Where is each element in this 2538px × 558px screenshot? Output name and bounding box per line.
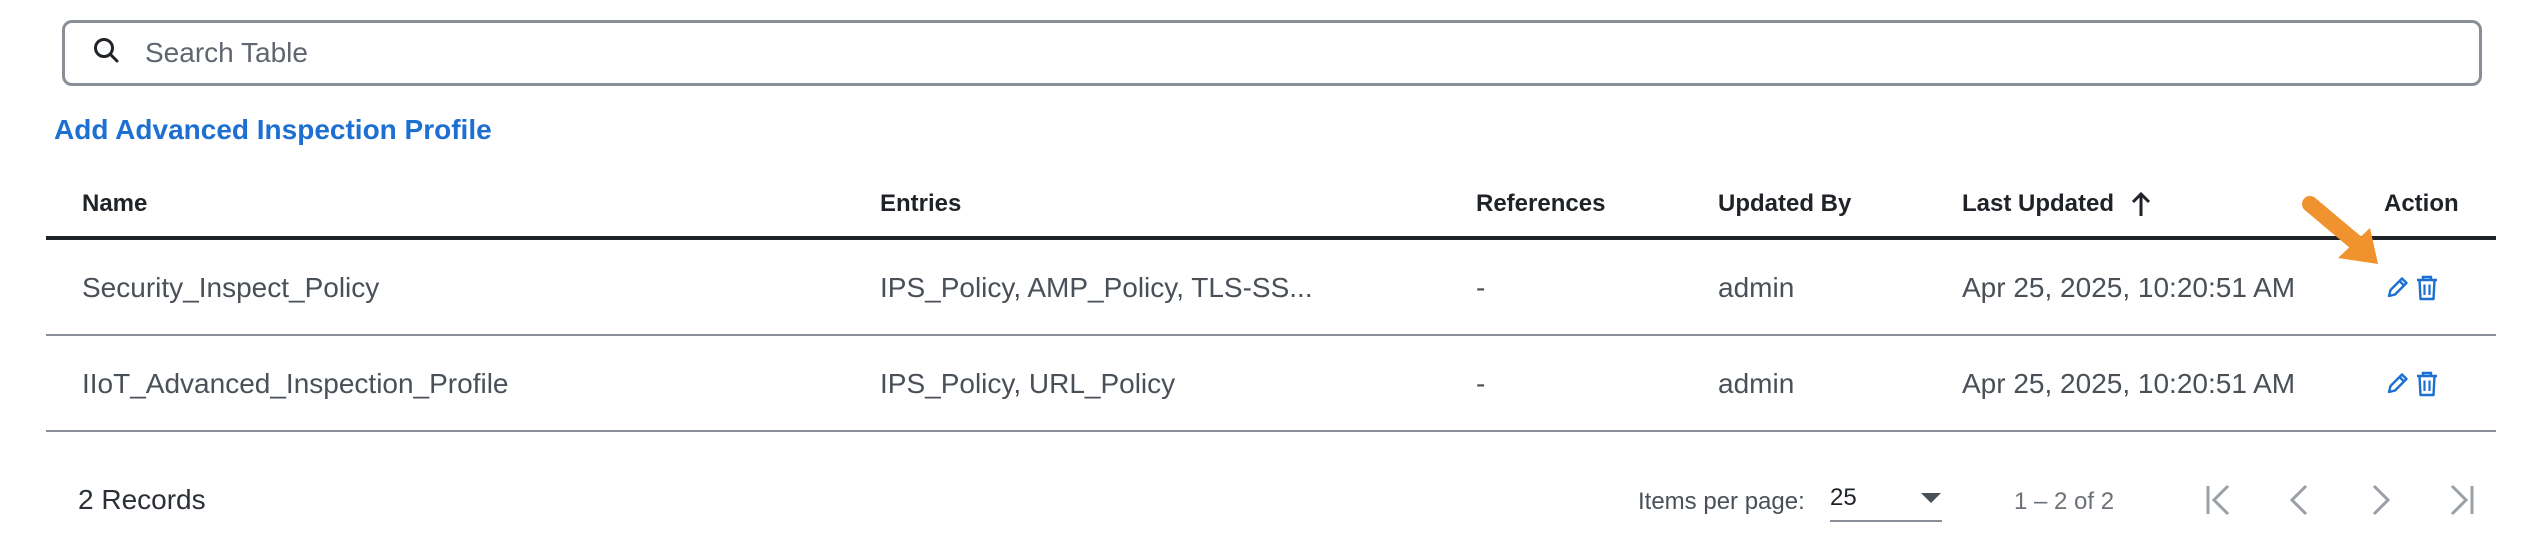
column-header-last-updated[interactable]: Last Updated (1962, 170, 2152, 240)
profiles-table: Name Entries References Updated By Last … (46, 170, 2496, 432)
search-icon (91, 35, 123, 72)
cell-action (2384, 336, 2444, 432)
chevron-left-icon[interactable] (2280, 480, 2320, 520)
cell-entries: IPS_Policy, AMP_Policy, TLS-SS... (880, 272, 1313, 303)
cell-updated-by: admin (1718, 368, 1795, 399)
column-header-entries[interactable]: Entries (880, 190, 962, 217)
cell-name: Security_Inspect_Policy (82, 272, 380, 303)
cell-name: IIoT_Advanced_Inspection_Profile (82, 368, 509, 399)
table-row[interactable]: IIoT_Advanced_Inspection_Profile IPS_Pol… (46, 336, 2496, 432)
trash-icon[interactable] (2414, 274, 2440, 302)
first-page-icon[interactable] (2200, 480, 2240, 520)
last-page-icon[interactable] (2440, 480, 2480, 520)
annotation-arrow-icon (2302, 196, 2378, 264)
cell-last-updated: Apr 25, 2025, 10:20:51 AM (1962, 272, 2296, 303)
records-count: 2 Records (78, 484, 206, 515)
search-input[interactable] (145, 37, 2479, 69)
arrow-up-icon (2131, 191, 2151, 216)
cell-action (2384, 240, 2444, 336)
column-header-references[interactable]: References (1476, 190, 1606, 217)
cell-last-updated: Apr 25, 2025, 10:20:51 AM (1962, 368, 2296, 399)
pencil-icon[interactable] (2384, 370, 2410, 398)
items-per-page-label: Items per page: (1638, 488, 1805, 515)
table-row[interactable]: Security_Inspect_Policy IPS_Policy, AMP_… (46, 240, 2496, 336)
cell-references: - (1476, 272, 1486, 303)
page-range: 1 – 2 of 2 (2014, 488, 2115, 515)
trash-icon[interactable] (2414, 370, 2440, 398)
add-advanced-inspection-profile-link[interactable]: Add Advanced Inspection Profile (54, 114, 492, 145)
items-per-page-value: 25 (1830, 484, 1857, 511)
cell-updated-by: admin (1718, 272, 1795, 303)
cell-references: - (1476, 368, 1486, 399)
cell-entries: IPS_Policy, URL_Policy (880, 368, 1176, 399)
table-header: Name Entries References Updated By Last … (46, 170, 2496, 240)
search-box[interactable] (62, 20, 2482, 86)
items-per-page-select[interactable]: 25 (1830, 476, 1942, 522)
column-header-updated-by[interactable]: Updated By (1718, 190, 1852, 217)
chevron-right-icon[interactable] (2360, 480, 2400, 520)
column-header-action: Action (2384, 190, 2459, 217)
pencil-icon[interactable] (2384, 274, 2410, 302)
column-header-last-updated-label: Last Updated (1962, 190, 2115, 217)
caret-down-icon (1921, 493, 1941, 503)
column-header-name[interactable]: Name (82, 190, 148, 217)
